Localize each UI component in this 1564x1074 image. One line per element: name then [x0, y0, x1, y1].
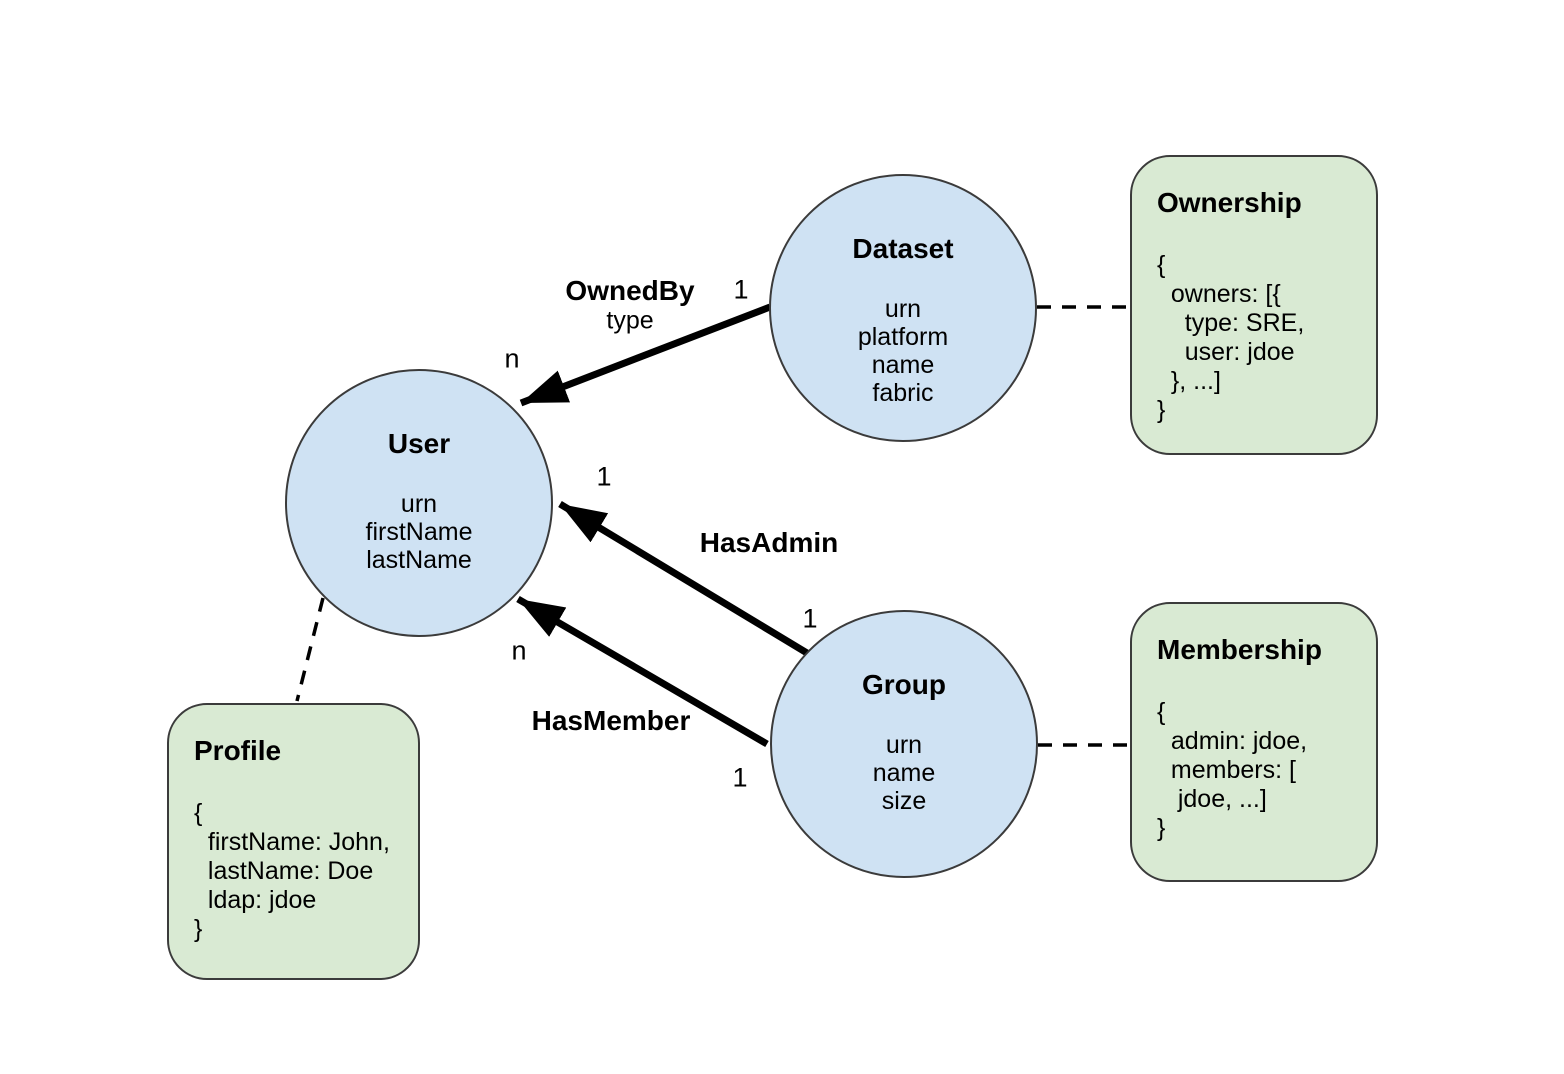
aspect-code-line: { [1157, 698, 1166, 726]
user-profile-dashed-line [295, 597, 325, 702]
node-attribute: firstName [365, 518, 473, 546]
node-attribute: urn [400, 490, 438, 518]
aspect-code-line: admin: jdoe, [1157, 727, 1308, 755]
aspect-code-line: user: jdoe [1157, 338, 1295, 366]
aspect-membership-title: Membership [1157, 634, 1322, 665]
aspect-code-line: lastName: Doe [194, 857, 374, 885]
node-attribute: name [872, 759, 936, 787]
aspect-ownership-body: { owners: [{ type: SRE, user: jdoe }, ..… [1157, 251, 1351, 425]
aspect-code-line: firstName: John, [194, 828, 390, 856]
node-user: User urn firstName lastName [285, 369, 553, 637]
aspect-profile-title: Profile [194, 735, 282, 766]
aspect-code-line: members: [ [1157, 756, 1296, 784]
aspect-code-line: owners: [{ [1157, 280, 1281, 308]
node-attribute: size [881, 787, 927, 815]
aspect-code-line: ldap: jdoe [194, 886, 317, 914]
node-attribute: urn [885, 731, 923, 759]
aspect-profile: Profile { firstName: John, lastName: Doe… [167, 703, 420, 980]
node-dataset-title: Dataset [852, 233, 954, 264]
node-attribute: urn [884, 295, 922, 323]
node-attribute: fabric [872, 379, 934, 407]
edge-ownedby-arrow [519, 303, 772, 407]
node-group: Group urn name size [770, 610, 1038, 878]
aspect-membership: Membership { admin: jdoe, members: [ jdo… [1130, 602, 1378, 882]
node-dataset-attributes: urn platform name fabric [771, 295, 1035, 407]
aspect-ownership-title: Ownership [1157, 187, 1302, 218]
aspect-membership-body: { admin: jdoe, members: [ jdoe, ...] } [1157, 698, 1351, 843]
aspect-code-line: { [1157, 251, 1166, 279]
edge-hasadmin-cardinality-target: 1 [596, 461, 612, 492]
node-attribute: lastName [366, 546, 472, 574]
aspect-code-line: }, ...] [1157, 367, 1221, 395]
aspect-code-line: } [194, 915, 203, 943]
edge-hasmember-cardinality-source: 1 [732, 762, 748, 793]
edge-ownedby-cardinality-source: 1 [733, 274, 749, 305]
edge-hasmember-arrow [516, 595, 769, 748]
edge-ownedby-label: OwnedBy [565, 275, 695, 306]
edge-hasadmin-cardinality-source: 1 [802, 603, 818, 634]
node-attribute: name [871, 351, 935, 379]
node-attribute: platform [857, 323, 949, 351]
aspect-code-line: jdoe, ...] [1157, 785, 1267, 813]
aspect-code-line: { [194, 799, 203, 827]
node-group-title: Group [862, 669, 946, 700]
node-user-title: User [387, 428, 451, 459]
edge-hasmember-label: HasMember [531, 705, 691, 736]
aspect-code-line: } [1157, 396, 1166, 424]
edge-ownedby-cardinality-target: n [504, 343, 520, 374]
aspect-profile-body: { firstName: John, lastName: Doe ldap: j… [194, 799, 393, 944]
aspect-code-line: type: SRE, [1157, 309, 1305, 337]
aspect-ownership: Ownership { owners: [{ type: SRE, user: … [1130, 155, 1378, 455]
edge-ownedby-sublabel: type [606, 306, 654, 335]
node-dataset: Dataset urn platform name fabric [769, 174, 1037, 442]
aspect-code-line: } [1157, 814, 1166, 842]
edge-hasadmin-label: HasAdmin [699, 527, 839, 558]
edge-hasmember-cardinality-target: n [511, 635, 527, 666]
node-group-attributes: urn name size [772, 731, 1036, 815]
edge-hasadmin-arrow [558, 501, 809, 656]
node-user-attributes: urn firstName lastName [287, 490, 551, 574]
